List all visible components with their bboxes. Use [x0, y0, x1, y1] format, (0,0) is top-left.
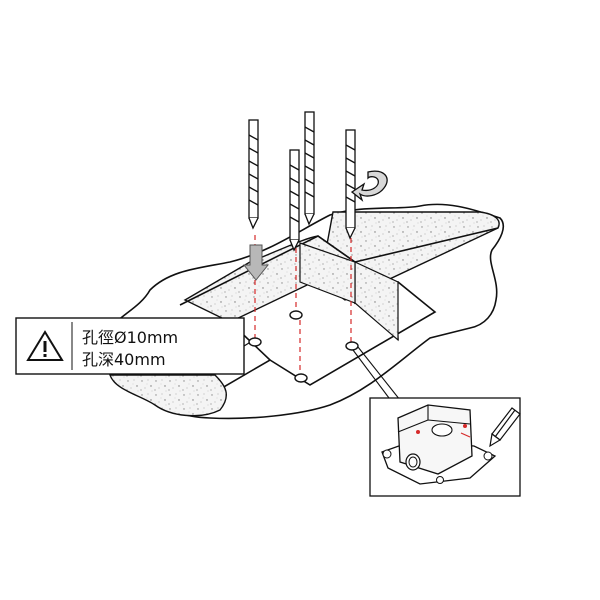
down-arrow-icon — [242, 244, 270, 281]
hole-marker — [248, 337, 262, 347]
recess-side-wall — [299, 242, 399, 342]
hole-marker — [289, 310, 303, 320]
drill-bit-icon — [289, 149, 300, 252]
red-mark — [460, 432, 471, 438]
hole-depth-text: 孔深40mm — [82, 350, 166, 369]
warning-triangle-icon — [26, 330, 64, 361]
slab-edge — [109, 374, 228, 417]
drill-bits — [248, 111, 356, 252]
drill-holes — [248, 310, 359, 383]
hole-marker — [294, 373, 308, 383]
red-mark — [463, 424, 467, 428]
inset-leader — [352, 346, 401, 403]
mounting-box-inset — [369, 397, 521, 497]
drill-bit-icon — [248, 119, 259, 230]
hole-marker — [345, 341, 359, 351]
red-mark — [416, 430, 420, 434]
drill-bit-icon — [304, 111, 315, 226]
pencil-icon — [489, 407, 521, 448]
drill-guide-lines — [254, 235, 352, 378]
rotation-arrow-icon — [350, 170, 388, 202]
hole-diameter-text: 孔徑Ø10mm — [82, 328, 178, 347]
drill-bit-icon — [345, 129, 356, 240]
warning-callout: 孔徑Ø10mm 孔深40mm — [15, 317, 250, 375]
